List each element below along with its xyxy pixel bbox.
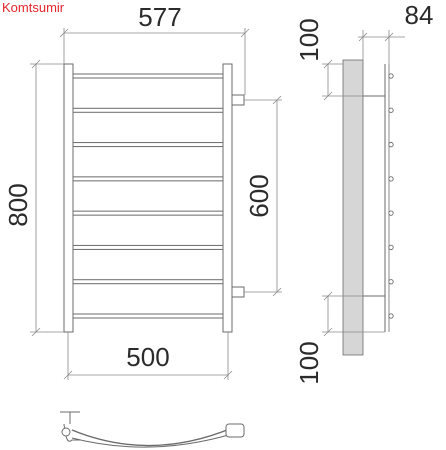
- dim-label-577: 577: [138, 2, 181, 32]
- side-rung-end: [388, 210, 394, 216]
- dim-label-800: 800: [3, 183, 33, 226]
- dim-height: [30, 59, 64, 337]
- bottom-connection-stub: [231, 286, 245, 298]
- top-view: [60, 411, 245, 448]
- dim-label-600: 600: [244, 174, 274, 217]
- rungs: [72, 73, 224, 319]
- dim-label-100-bottom: 100: [294, 341, 324, 384]
- brand-logo-text: Komtsumir: [2, 0, 65, 15]
- dim-bottom-offset: [322, 291, 385, 337]
- rung: [72, 73, 224, 79]
- dim-depth: [358, 30, 405, 64]
- side-rung-ends: [388, 73, 394, 319]
- rung: [72, 142, 224, 148]
- right-upright: [222, 63, 233, 333]
- wall-section: [342, 59, 364, 356]
- front-view: [63, 63, 245, 333]
- side-rung-end: [388, 244, 394, 251]
- side-view: [342, 59, 394, 356]
- side-rung-end: [388, 141, 394, 148]
- top-connection-stub: [231, 94, 245, 106]
- dim-label-84: 84: [405, 0, 434, 30]
- rung: [72, 244, 224, 250]
- dim-top-offset: [322, 59, 363, 101]
- dim-horizontal-center: [63, 332, 233, 380]
- left-upright: [63, 63, 74, 333]
- rung: [72, 176, 224, 182]
- side-rung-end: [388, 313, 394, 319]
- rung: [72, 210, 224, 216]
- side-rung-end: [388, 176, 394, 182]
- dim-label-100-top: 100: [294, 18, 324, 61]
- dim-vertical-center: [244, 95, 282, 297]
- rung: [72, 279, 224, 285]
- side-rung-end: [388, 73, 394, 79]
- rung: [72, 313, 224, 319]
- side-rung-end: [388, 107, 394, 113]
- rung: [72, 107, 224, 113]
- side-rung-end: [388, 279, 394, 285]
- dim-overall-width: [59, 28, 250, 95]
- top-view-curve: [71, 427, 233, 447]
- dim-label-500: 500: [126, 342, 169, 372]
- top-view-end-cap: [225, 423, 245, 438]
